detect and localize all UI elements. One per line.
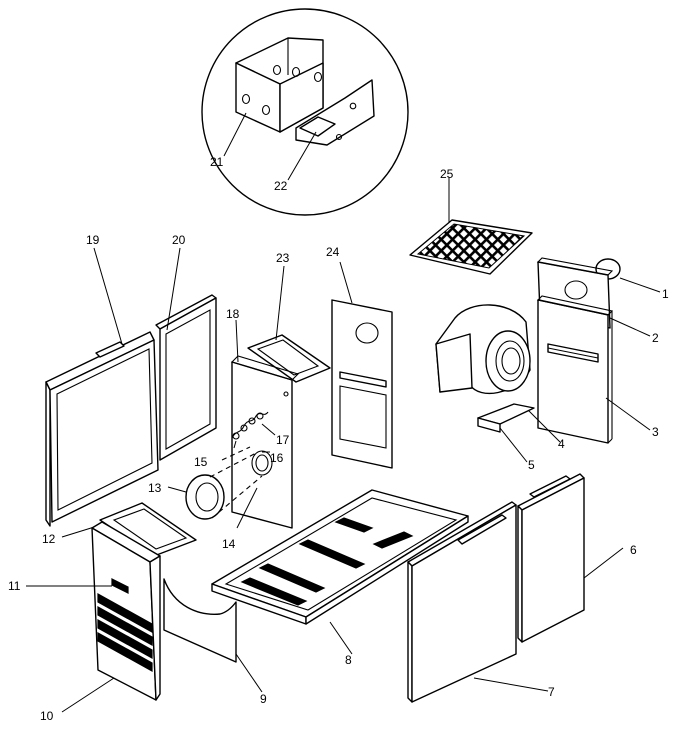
label-23: 23 bbox=[276, 251, 290, 265]
label-15: 15 bbox=[194, 455, 208, 469]
label-24: 24 bbox=[326, 245, 340, 259]
label-8: 8 bbox=[345, 653, 352, 667]
part-3-panel bbox=[536, 295, 651, 444]
label-2: 2 bbox=[652, 331, 659, 345]
label-6: 6 bbox=[630, 543, 637, 557]
label-10: 10 bbox=[40, 709, 54, 723]
part-10-front-panel bbox=[26, 521, 161, 713]
part-22-plate bbox=[295, 79, 375, 146]
part-19-panel bbox=[45, 247, 159, 527]
part-9-panel bbox=[163, 578, 263, 693]
label-7: 7 bbox=[548, 685, 555, 699]
label-12: 12 bbox=[42, 532, 56, 546]
part-7-panel bbox=[407, 501, 549, 703]
part-18-panel bbox=[230, 319, 300, 529]
callout-labels: 1 2 3 4 5 6 7 8 9 10 11 12 13 14 15 16 1… bbox=[8, 155, 669, 723]
part-25-filter bbox=[409, 178, 533, 275]
part-20-panel bbox=[155, 247, 217, 461]
label-14: 14 bbox=[222, 537, 236, 551]
part-15-17-wiring bbox=[231, 411, 276, 453]
label-4: 4 bbox=[558, 437, 565, 451]
label-20: 20 bbox=[172, 233, 186, 247]
part-4-blower bbox=[435, 304, 561, 443]
label-21: 21 bbox=[210, 155, 224, 169]
part-5-bracket bbox=[477, 403, 535, 463]
part-6-panel bbox=[517, 473, 624, 643]
label-17: 17 bbox=[276, 433, 290, 447]
part-24-panel bbox=[331, 261, 393, 469]
label-11: 11 bbox=[8, 579, 21, 593]
detail-circle bbox=[201, 8, 409, 216]
label-16: 16 bbox=[270, 451, 284, 465]
label-13: 13 bbox=[148, 481, 162, 495]
part-21-bracket bbox=[235, 37, 324, 133]
label-1: 1 bbox=[662, 287, 669, 301]
label-3: 3 bbox=[652, 425, 659, 439]
label-9: 9 bbox=[260, 692, 267, 706]
label-18: 18 bbox=[226, 307, 240, 321]
label-25: 25 bbox=[440, 167, 454, 181]
label-19: 19 bbox=[86, 233, 100, 247]
label-22: 22 bbox=[274, 179, 288, 193]
part-13-14-flue bbox=[167, 446, 263, 529]
part-23-tray bbox=[247, 265, 331, 383]
part-8-base bbox=[211, 489, 469, 655]
label-5: 5 bbox=[528, 458, 535, 472]
